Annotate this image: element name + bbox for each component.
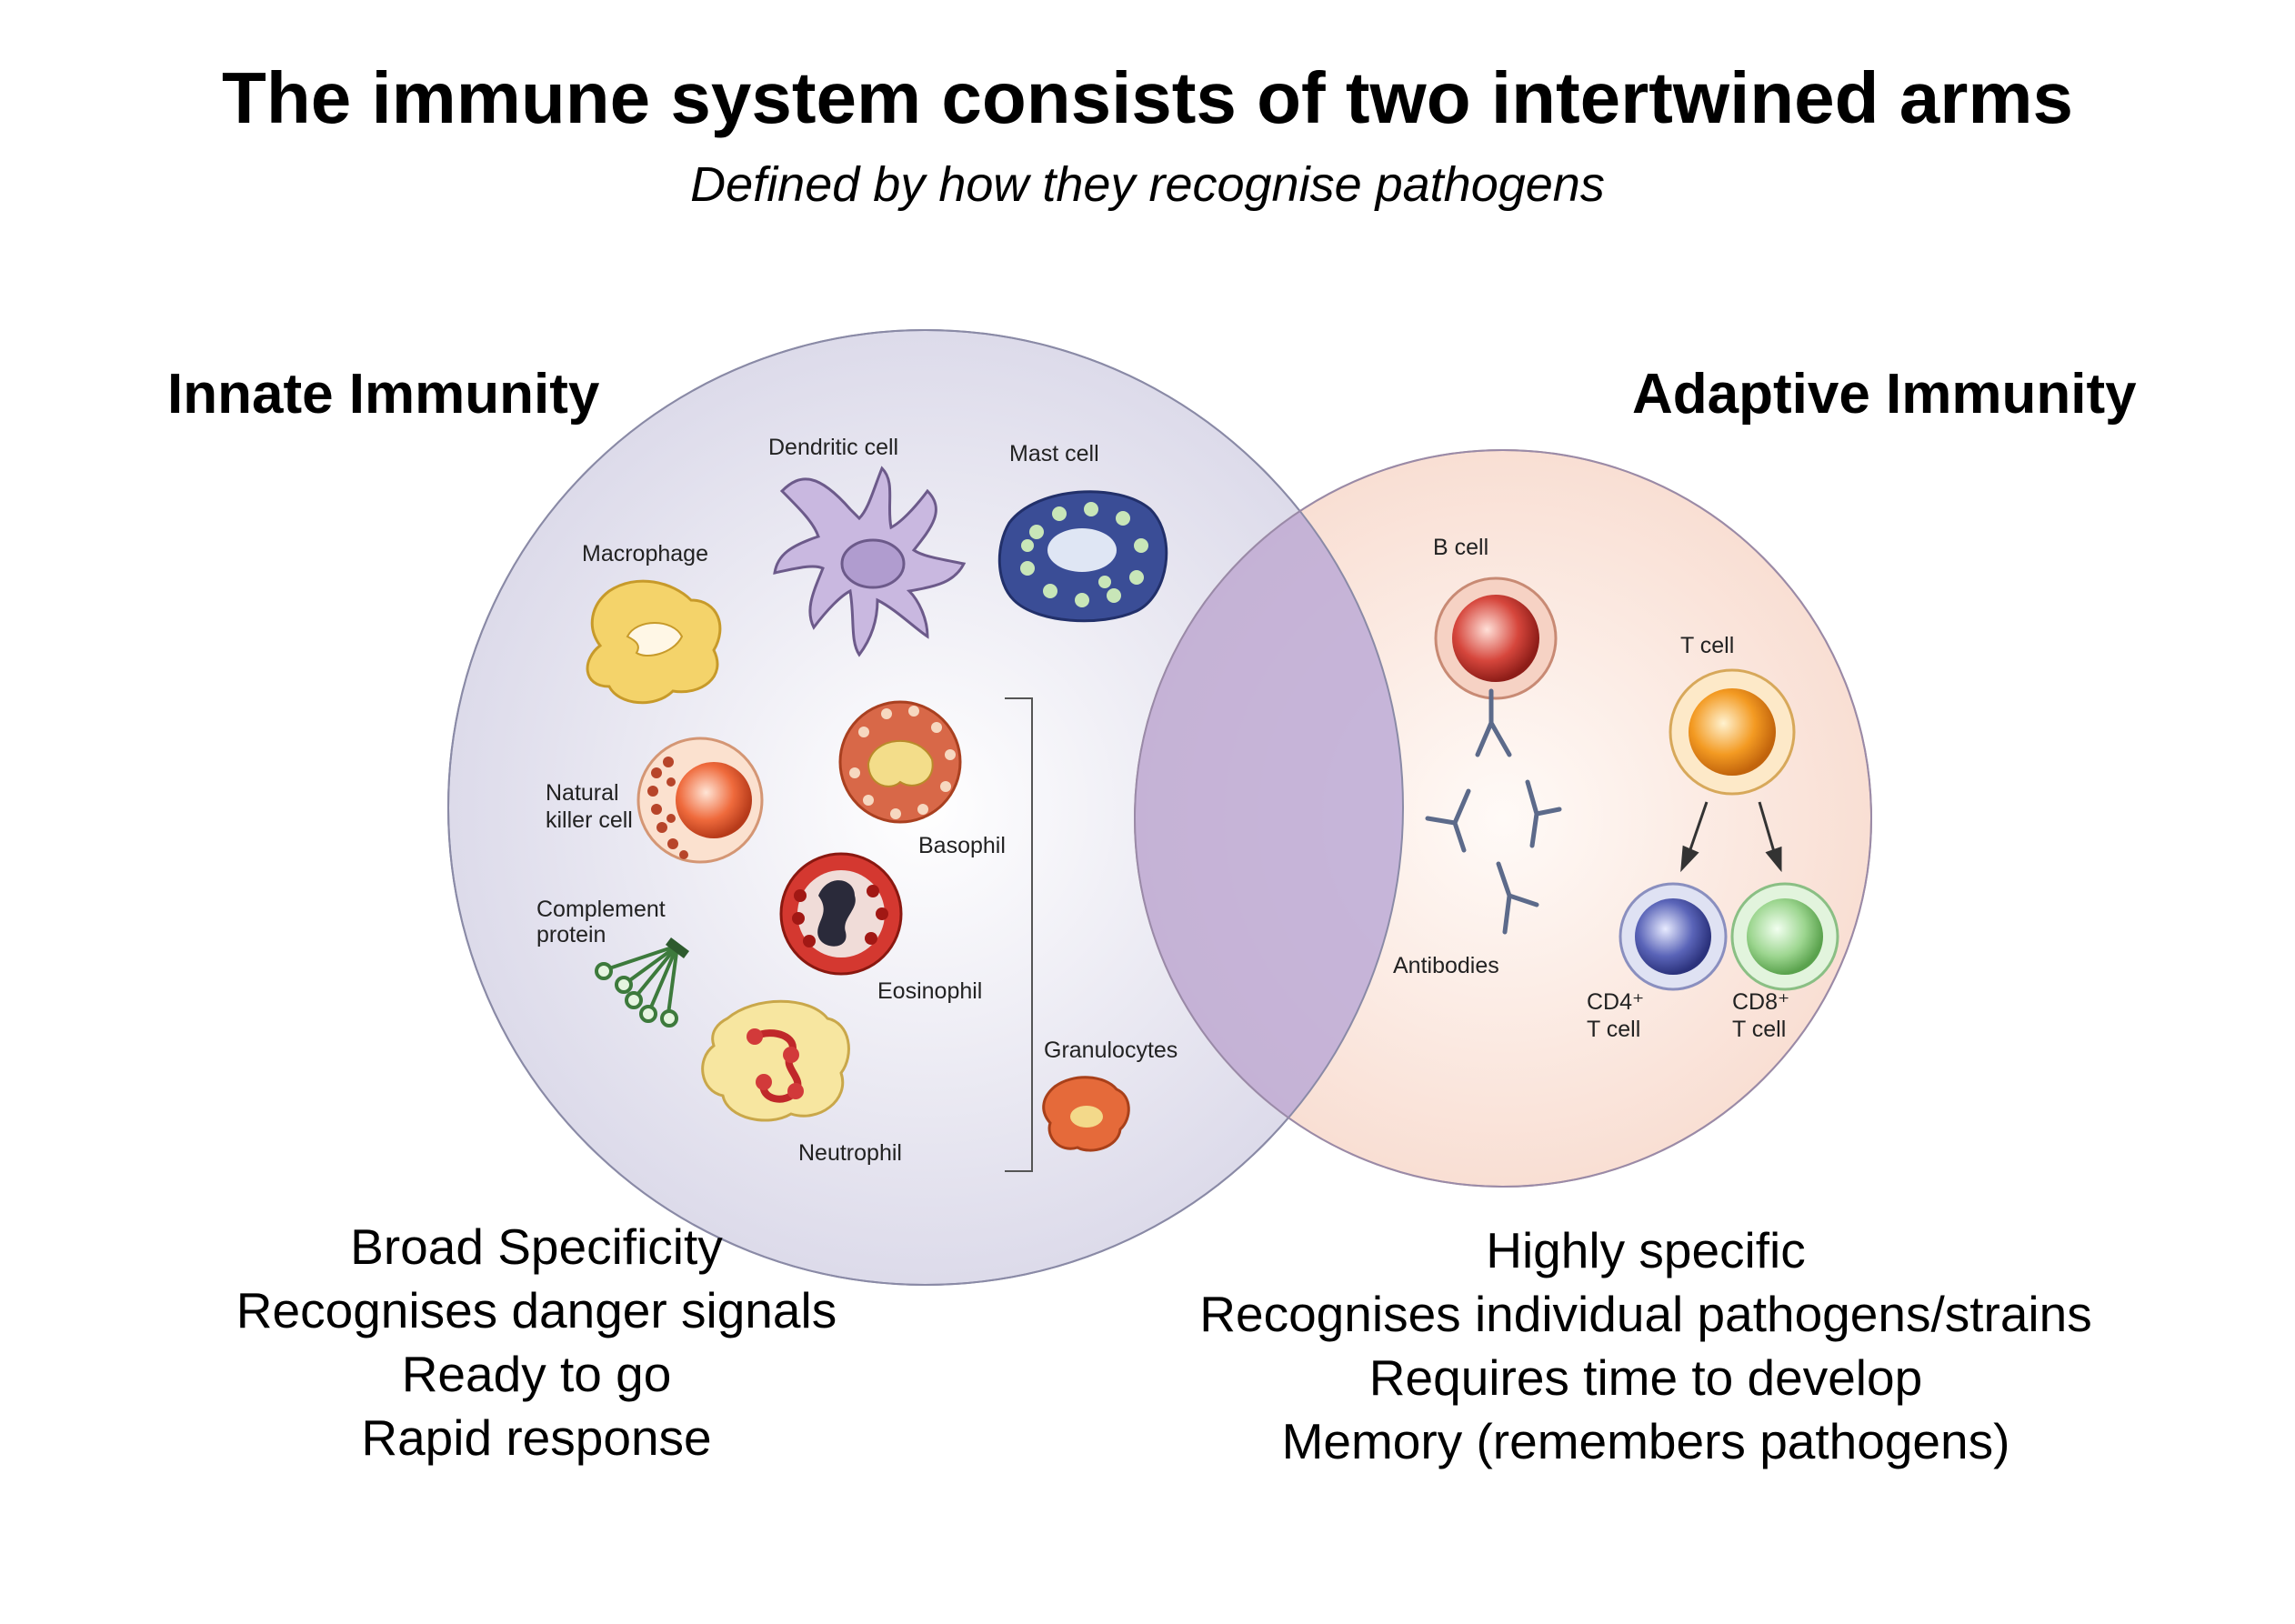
label-natural-killer-line1: Natural <box>546 780 619 806</box>
label-neutrophil: Neutrophil <box>798 1140 902 1166</box>
granulocytes-bracket <box>1005 697 1033 1172</box>
label-granulocytes: Granulocytes <box>1044 1038 1178 1063</box>
innate-heading: Innate Immunity <box>167 363 600 426</box>
label-b-cell: B cell <box>1433 535 1488 560</box>
innate-property: Ready to go <box>401 1346 672 1402</box>
neutrophil-icon <box>701 999 850 1122</box>
adaptive-property: Highly specific <box>1486 1222 1806 1278</box>
label-cd8-line1: CD8⁺ <box>1732 989 1789 1015</box>
label-eosinophil: Eosinophil <box>877 978 982 1004</box>
eosinophil-icon <box>779 852 903 976</box>
macrophage-icon <box>586 579 722 705</box>
label-t-cell: T cell <box>1680 633 1734 658</box>
adaptive-property: Recognises individual pathogens/strains <box>1199 1286 2092 1342</box>
label-dendritic-cell: Dendritic cell <box>768 435 898 460</box>
label-complement-line2: protein <box>536 922 606 947</box>
mast-cell-icon <box>997 490 1168 623</box>
innate-property: Recognises danger signals <box>236 1282 837 1338</box>
adaptive-property: Memory (remembers pathogens) <box>1281 1413 2010 1469</box>
antibodies-icon <box>1425 688 1562 935</box>
adaptive-properties: Highly specific Recognises individual pa… <box>1137 1218 2155 1473</box>
adaptive-property: Requires time to develop <box>1368 1349 1923 1406</box>
label-complement-line1: Complement <box>536 897 666 922</box>
innate-property: Broad Specificity <box>350 1218 723 1275</box>
complement-protein-icon <box>595 937 689 1028</box>
label-mast-cell: Mast cell <box>1009 441 1099 466</box>
page-subtitle: Defined by how they recognise pathogens <box>690 157 1605 212</box>
natural-killer-cell-icon <box>636 737 764 864</box>
label-antibodies: Antibodies <box>1393 953 1499 978</box>
adaptive-heading: Adaptive Immunity <box>1632 363 2137 426</box>
granulocyte-icon <box>1042 1076 1130 1152</box>
overlap-region <box>1135 450 1403 1187</box>
label-cd8-line2: T cell <box>1732 1017 1786 1042</box>
label-basophil: Basophil <box>918 833 1006 858</box>
page-title: The immune system consists of two intert… <box>221 57 2073 138</box>
dendritic-cell-icon <box>773 466 967 657</box>
label-cd4-line2: T cell <box>1587 1017 1640 1042</box>
innate-properties: Broad Specificity Recognises danger sign… <box>173 1215 900 1469</box>
innate-property: Rapid response <box>361 1409 712 1466</box>
label-natural-killer-line2: killer cell <box>546 807 633 833</box>
cd4-t-cell-icon <box>1619 882 1728 991</box>
label-cd4-line1: CD4⁺ <box>1587 989 1644 1015</box>
label-macrophage: Macrophage <box>582 541 708 566</box>
b-cell-icon <box>1434 576 1558 700</box>
t-cell-arrows <box>1680 801 1782 873</box>
basophil-icon <box>838 700 962 824</box>
cd8-t-cell-icon <box>1730 882 1839 991</box>
t-cell-icon <box>1669 668 1796 796</box>
